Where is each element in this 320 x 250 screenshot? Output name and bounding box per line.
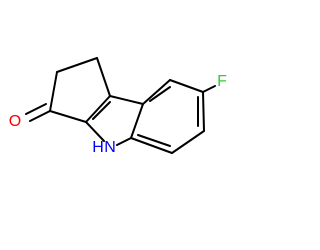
bond-carbonyl-co-2 [25, 103, 47, 115]
bond-aromatic-inner-3 [137, 134, 171, 147]
bond-c3a-n [85, 121, 105, 142]
nitrogen-hydrogen-label: H [92, 139, 104, 156]
bond-aromatic-inner-1 [149, 86, 171, 102]
bond-carbonyl-to-c3a [49, 110, 87, 123]
bond-ring-left-upper [49, 71, 58, 112]
molecule-structure: O F N H [9, 57, 227, 156]
bond-c8b-c8a [109, 95, 144, 105]
fluorine-label: F [217, 73, 227, 90]
bond-c7-f [202, 85, 216, 93]
bond-c3a-c8b-inner [92, 101, 111, 120]
bond-ring-right-upper [96, 57, 111, 97]
bond-c7-c6 [202, 91, 205, 132]
oxygen-label: O [9, 113, 21, 130]
bond-carbonyl-co-1 [29, 110, 51, 122]
bond-c4a-c8a [130, 103, 144, 139]
bond-c5-c4a [130, 137, 173, 154]
bond-c8-c7 [169, 79, 204, 93]
bond-c8a-c8 [142, 79, 171, 105]
bond-c6-c5 [171, 130, 205, 154]
bond-c3a-c8b [85, 95, 111, 123]
bond-n-c4a [116, 137, 132, 146]
bond-ring-top [56, 57, 98, 73]
nitrogen-label: N [104, 139, 116, 156]
